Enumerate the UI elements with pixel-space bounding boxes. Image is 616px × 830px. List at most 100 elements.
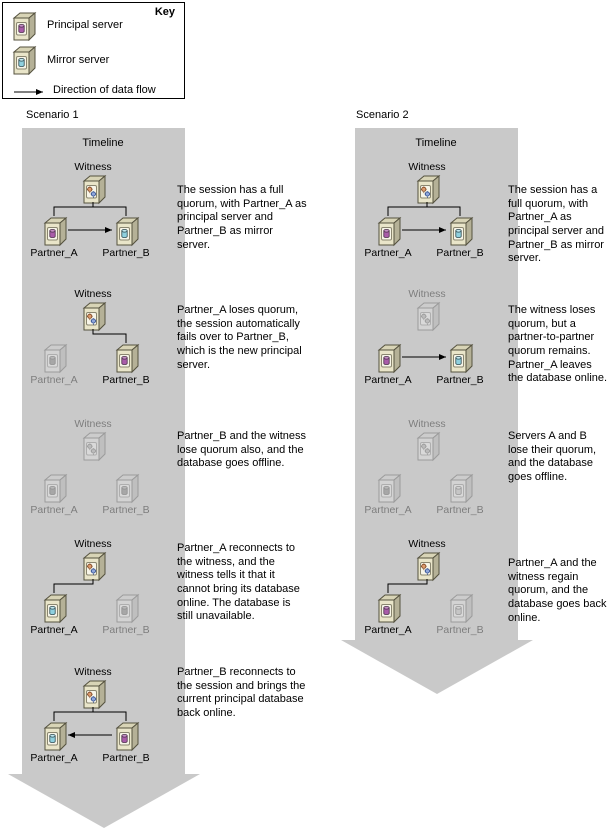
mirror-server-icon <box>450 217 473 246</box>
witness-server: Witness <box>74 666 112 709</box>
witness-server: Witness <box>408 161 446 204</box>
witness-server-icon <box>83 302 106 331</box>
witness-server: Witness <box>74 161 112 204</box>
witness-label: Witness <box>74 288 111 300</box>
witness-server-icon <box>417 552 440 581</box>
principal-server-icon <box>116 722 139 751</box>
partner-a-server: Partner_A <box>30 474 78 516</box>
s2-stage3-diagram: Witness Partner_A Partner_B <box>364 418 484 516</box>
key-label-mirror-server: Mirror server <box>47 54 110 66</box>
witness-partner-connector <box>387 202 461 216</box>
s1-stage4-diagram: Witness Partner_A Partner_B <box>30 538 150 636</box>
partner-a-label: Partner_A <box>30 374 77 386</box>
partner-b-server: Partner_B <box>102 594 150 636</box>
partner-b-server: Partner_B <box>102 344 150 386</box>
partner-b-label: Partner_B <box>102 624 149 636</box>
stage-description: The session has a full quorum, with Part… <box>508 184 604 265</box>
s1-stage2-diagram: Witness Partner_A Partner_B <box>30 288 150 386</box>
partner-a-server: Partner_A <box>364 594 412 636</box>
witness-server: Witness <box>74 288 112 331</box>
witness-server-icon <box>83 175 106 204</box>
partner-a-server: Partner_A <box>364 474 412 516</box>
witness-partner-connector <box>387 579 428 593</box>
stage-description: Partner_B and the witness lose quorum al… <box>177 430 307 470</box>
partner-a-label: Partner_A <box>30 752 77 764</box>
witness-server: Witness <box>408 288 446 331</box>
s1-stage5-diagram: Witness Partner_A Partner_B <box>30 666 150 764</box>
s1-stage1-diagram: Witness Partner_A Partner_B <box>30 161 150 259</box>
mirror-server-icon <box>44 594 67 623</box>
partner-b-server: Partner_B <box>436 474 484 516</box>
key-title: Key <box>154 6 175 18</box>
s2-stage2-diagram: Witness Partner_A Partner_B <box>364 288 484 386</box>
stage-description: The witness loses quorum, but a partner-… <box>508 304 608 385</box>
partner-a-label: Partner_A <box>364 374 411 386</box>
witness-label: Witness <box>74 538 111 550</box>
partner-b-server: Partner_B <box>102 474 150 516</box>
principal-server-icon <box>116 594 139 623</box>
witness-server: Witness <box>74 538 112 581</box>
partner-a-label: Partner_A <box>30 247 77 259</box>
principal-server-icon <box>378 217 401 246</box>
key-label-principal-server: Principal server <box>47 19 123 31</box>
witness-label: Witness <box>408 418 445 430</box>
partner-b-label: Partner_B <box>102 247 149 259</box>
s2-stage4-diagram: Witness Partner_A Partner_B <box>364 538 484 636</box>
partner-b-server: Partner_B <box>436 594 484 636</box>
partner-a-label: Partner_A <box>364 247 411 259</box>
witness-partner-connector <box>53 202 127 216</box>
mirror-server-icon <box>13 46 36 75</box>
mirror-server-icon <box>450 594 473 623</box>
partner-b-server: Partner_B <box>102 722 150 764</box>
partner-b-label: Partner_B <box>436 504 483 516</box>
witness-server: Witness <box>74 418 112 461</box>
stage-description: Partner_A and the witness regain quorum,… <box>508 557 607 624</box>
witness-server-icon <box>83 552 106 581</box>
mirror-server-icon <box>44 722 67 751</box>
scenario1-timeline-label: Timeline <box>82 137 124 149</box>
s2-stage1-diagram: Witness Partner_A Partner_B <box>364 161 484 259</box>
witness-label: Witness <box>408 538 445 550</box>
witness-server-icon <box>83 680 106 709</box>
scenario1-title: Scenario 1 <box>26 109 79 121</box>
stage-description: Partner_B reconnects to the session and … <box>177 666 306 719</box>
mirror-server-icon <box>450 474 473 503</box>
partner-a-server: Partner_A <box>30 722 78 764</box>
witness-partner-connector <box>92 329 127 343</box>
partner-a-label: Partner_A <box>364 504 411 516</box>
partner-a-server: Partner_A <box>30 594 78 636</box>
scenario2-title: Scenario 2 <box>356 109 409 121</box>
principal-server-icon <box>44 217 67 246</box>
partner-b-label: Partner_B <box>102 752 149 764</box>
data-flow-arrow-icon <box>14 89 43 95</box>
partner-b-server: Partner_B <box>102 217 150 259</box>
partner-a-server: Partner_A <box>364 217 412 259</box>
principal-server-icon <box>44 344 67 373</box>
witness-partner-connector <box>53 707 127 721</box>
key-label-data-flow: Direction of data flow <box>53 84 156 96</box>
partner-a-label: Partner_A <box>30 624 77 636</box>
witness-label: Witness <box>74 418 111 430</box>
principal-server-icon <box>378 344 401 373</box>
partner-a-server: Partner_A <box>364 344 412 386</box>
mirror-server-icon <box>450 344 473 373</box>
principal-server-icon <box>44 474 67 503</box>
witness-server-icon <box>83 432 106 461</box>
witness-label: Witness <box>408 288 445 300</box>
partner-b-label: Partner_B <box>102 504 149 516</box>
witness-label: Witness <box>74 666 111 678</box>
witness-server: Witness <box>408 418 446 461</box>
witness-server-icon <box>417 302 440 331</box>
witness-server-icon <box>417 175 440 204</box>
partner-a-label: Partner_A <box>364 624 411 636</box>
principal-server-icon <box>116 344 139 373</box>
principal-server-icon <box>378 594 401 623</box>
partner-b-label: Partner_B <box>436 247 483 259</box>
scenario2-timeline-label: Timeline <box>415 137 457 149</box>
partner-a-server: Partner_A <box>30 344 78 386</box>
principal-server-icon <box>13 12 36 41</box>
partner-b-server: Partner_B <box>436 217 484 259</box>
partner-b-label: Partner_B <box>436 374 483 386</box>
partner-b-server: Partner_B <box>436 344 484 386</box>
